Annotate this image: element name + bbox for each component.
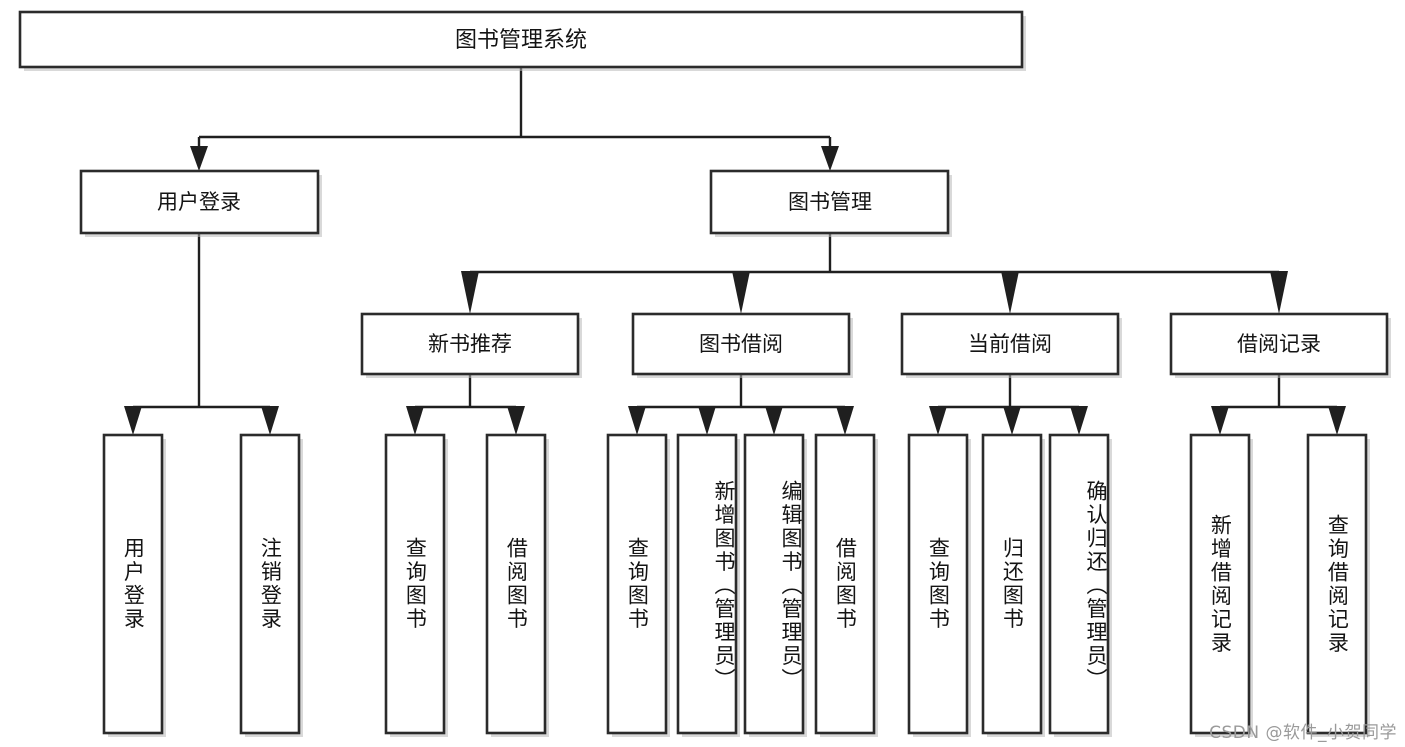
node-borrow-box <box>631 312 851 376</box>
leaf-borrow-book-2-box <box>814 433 876 735</box>
node-book-mgmt[interactable]: 图书管理 <box>709 169 952 237</box>
leaf-borrow-book-1-box <box>485 433 547 735</box>
arrowhead-records-to-add <box>1211 406 1229 435</box>
leaf-user-login[interactable] <box>102 433 166 737</box>
leaf-query-book-3[interactable] <box>907 433 971 737</box>
arrowhead-records-to-query <box>1328 406 1346 435</box>
leaf-borrow-book-2[interactable] <box>814 433 878 737</box>
arrowhead-bookmgmt-to-records <box>1270 271 1288 314</box>
node-borrow-records-box <box>1169 312 1389 376</box>
leaf-add-book[interactable] <box>676 433 740 737</box>
arrowhead-current-to-confirm <box>1070 406 1088 435</box>
node-new-book[interactable]: 新书推荐 <box>360 312 582 378</box>
leaf-confirm-return[interactable] <box>1048 433 1112 737</box>
leaf-query-book-1-box <box>384 433 446 735</box>
node-current-borrow-label: 当前借阅 <box>968 332 1052 356</box>
leaf-edit-book-box <box>743 433 805 735</box>
node-current-borrow-box <box>900 312 1120 376</box>
node-new-book-box <box>360 312 580 376</box>
leaf-confirm-return-box <box>1048 433 1110 735</box>
arrowhead-current-to-return <box>1003 406 1021 435</box>
leaf-add-record-box <box>1189 433 1251 735</box>
leaf-query-book-2-box <box>606 433 668 735</box>
node-user-login-label: 用户登录 <box>157 190 241 214</box>
leaf-query-book-3-box <box>907 433 969 735</box>
leaf-user-login-box <box>102 433 164 735</box>
arrowhead-borrow-to-edit <box>765 406 783 435</box>
arrowhead-root-to-user-login <box>190 146 208 171</box>
node-current-borrow[interactable]: 当前借阅 <box>900 312 1122 378</box>
arrowhead-root-to-book-mgmt <box>821 146 839 171</box>
leaf-return-book[interactable] <box>981 433 1045 737</box>
node-user-login-box <box>79 169 320 235</box>
node-root[interactable]: 图书管理系统 <box>18 10 1026 71</box>
arrowhead-bookmgmt-to-newbook <box>461 271 479 314</box>
node-borrow-label: 图书借阅 <box>699 332 783 356</box>
leaf-query-book-1[interactable] <box>384 433 448 737</box>
node-borrow-records-label: 借阅记录 <box>1237 332 1321 356</box>
leaf-user-logout-box <box>239 433 301 735</box>
arrowhead-userlogin-to-login <box>124 406 142 435</box>
node-new-book-label: 新书推荐 <box>428 332 512 356</box>
arrowhead-newbook-to-borrow <box>507 406 525 435</box>
arrowhead-bookmgmt-to-borrow <box>732 271 750 314</box>
arrowhead-borrow-to-borrowbook <box>836 406 854 435</box>
node-user-login[interactable]: 用户登录 <box>79 169 322 237</box>
leaf-query-record-box <box>1306 433 1368 735</box>
leaf-query-record[interactable] <box>1306 433 1370 737</box>
leaf-query-book-2[interactable] <box>606 433 670 737</box>
leaf-return-book-box <box>981 433 1043 735</box>
leaf-add-record[interactable] <box>1189 433 1253 737</box>
arrowhead-newbook-to-query <box>406 406 424 435</box>
leaf-user-logout[interactable] <box>239 433 303 737</box>
arrowhead-bookmgmt-to-current <box>1001 271 1019 314</box>
arrowhead-userlogin-to-logout <box>261 406 279 435</box>
node-borrow-records[interactable]: 借阅记录 <box>1169 312 1391 378</box>
node-root-label: 图书管理系统 <box>455 28 587 53</box>
node-root-box <box>18 10 1024 69</box>
connector-layer <box>124 67 1346 435</box>
arrowhead-borrow-to-add <box>698 406 716 435</box>
node-book-mgmt-box <box>709 169 950 235</box>
leaf-edit-book[interactable] <box>743 433 807 737</box>
node-layer: 图书管理系统 用户登录 图书管理 新书推荐 <box>18 10 1391 737</box>
arrowhead-borrow-to-query <box>628 406 646 435</box>
leaf-borrow-book-1[interactable] <box>485 433 549 737</box>
node-borrow[interactable]: 图书借阅 <box>631 312 853 378</box>
node-book-mgmt-label: 图书管理 <box>788 190 872 214</box>
arrowhead-current-to-query <box>929 406 947 435</box>
leaf-add-book-box <box>676 433 738 735</box>
watermark-credit: CSDN @软件_小贺同学 <box>1209 723 1397 743</box>
